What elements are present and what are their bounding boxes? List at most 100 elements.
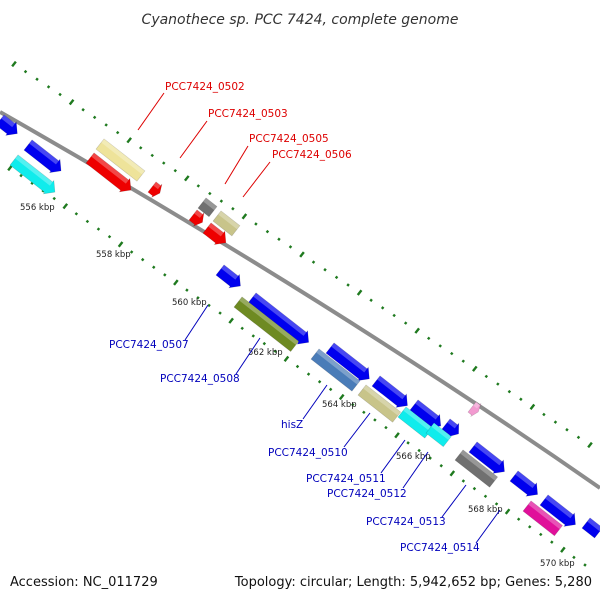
outer-tick [68,98,75,106]
gene-arrow [147,181,163,198]
outer-tick [11,60,17,68]
outer-tick [241,213,248,220]
gene-label: PCC7424_0506 [272,149,352,161]
gene-label: PCC7424_0513 [366,516,446,528]
inner-tick [7,164,13,172]
inner-tick [406,441,410,445]
inner-tick [504,508,511,515]
inner-tick [117,241,124,248]
outer-tick [438,344,442,348]
gene-label: PCC7424_0514 [400,542,480,554]
gene-box [310,348,361,392]
genome-backbone [0,110,600,490]
gene-label: PCC7424_0510 [268,447,348,459]
outer-tick [576,435,581,440]
gene-arrow [371,375,408,408]
inner-tick [317,380,322,384]
inner-tick [207,303,211,308]
outer-tick [23,69,28,74]
inner-tick [218,311,222,315]
inner-tick [394,432,400,439]
outer-tick [35,77,39,81]
outer-tick [529,403,536,411]
leader-line [137,92,165,131]
inner-tick [449,470,456,477]
inner-tick [96,227,101,231]
outer-tick [496,382,500,386]
gene-arrow [0,114,18,136]
inner-tick [351,402,355,407]
gene-label: PCC7424_0512 [327,488,407,500]
outer-tick [288,245,293,249]
gene-features [0,114,600,539]
outer-tick [461,359,465,363]
leader-line [441,484,467,518]
outer-tick [369,298,373,302]
inner-tick [417,448,421,453]
gene-arrow [23,139,62,174]
gene-label: hisZ [281,419,303,431]
outer-tick [208,191,212,196]
outer-tick [196,184,201,188]
gene-label: PCC7424_0511 [306,473,386,485]
kbp-label: 556 kbp [20,203,55,213]
inner-tick [107,234,112,239]
outer-tick [472,365,478,372]
outer-tick [450,351,454,356]
outer-tick [150,153,154,158]
leader-line [380,439,406,474]
gene-box [454,449,499,488]
kbp-label: 560 kbp [172,298,207,308]
outer-tick [587,441,593,449]
inner-tick [539,532,543,537]
gene-box [212,210,241,237]
outer-tick [299,251,305,258]
gene-arrow [215,264,241,289]
inner-tick [228,317,234,324]
outer-tick [507,389,512,394]
gene-arrow [509,470,538,497]
inner-tick [328,387,333,392]
inner-tick [306,372,311,376]
gene-arrow [467,401,482,417]
outer-tick [46,85,51,89]
gene-label: PCC7424_0503 [208,108,288,120]
outer-tick [311,260,316,264]
inner-tick [439,464,443,468]
leader-line [343,412,371,448]
gene-label: PCC7424_0508 [160,373,240,385]
outer-tick [231,207,235,211]
kbp-label: 570 kbp [540,559,575,569]
outer-tick [104,123,108,127]
outer-tick [334,275,339,280]
gene-arrow [85,152,132,193]
inner-tick [550,540,554,544]
outer-tick [115,130,120,135]
outer-tick [58,92,62,97]
inner-tick [283,355,290,362]
inner-tick [85,219,90,224]
gene-arrow [188,209,205,227]
gene-arrow [441,418,460,438]
inner-tick [483,494,488,499]
outer-tick [542,412,546,417]
outer-tick [162,161,166,165]
outer-tick [427,336,431,341]
kbp-label: 562 kbp [248,348,283,358]
gene-box [397,406,434,439]
outer-tick [126,137,132,144]
gene-arrow [539,494,576,527]
outer-tick [184,175,190,182]
inner-tick [295,364,300,369]
leader-line [235,337,261,375]
leader-line [179,120,208,159]
gene-box [425,422,452,448]
inner-tick [52,196,56,201]
inner-tick [527,525,532,529]
outer-tick [356,289,363,296]
leader-line [302,384,328,420]
outer-tick [484,374,489,379]
outer-tick [139,146,143,150]
